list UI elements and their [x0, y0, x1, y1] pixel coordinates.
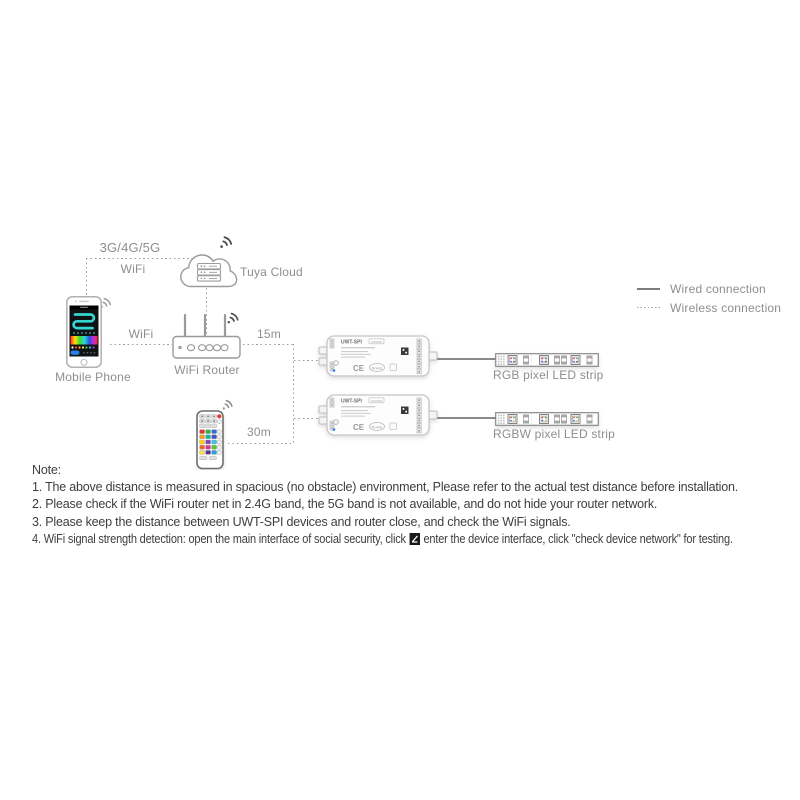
wireless-line-sample	[637, 306, 660, 309]
wired-line-sample	[637, 287, 660, 290]
router-wifi-signal-icon	[227, 312, 239, 324]
strip-solder-pads	[497, 355, 505, 365]
controller-1-strip-wire	[437, 358, 496, 360]
phone-cloud-line-vertical	[86, 258, 88, 295]
controller-ce-mark: CE	[353, 364, 365, 373]
controller-model-text: UWT-SPI	[341, 340, 362, 346]
cellular-label: 3G/4G/5G	[99, 240, 161, 255]
remote-junction-line	[228, 443, 294, 445]
note-line-4-after: enter the device interface, click "check…	[423, 531, 733, 546]
remote-power-button	[217, 414, 222, 419]
phone-app-button	[70, 350, 80, 355]
remote-range-label: 30m	[247, 425, 271, 439]
phone-led-strip-graphic	[72, 313, 96, 330]
note-line-1: 1. The above distance is measured in spa…	[32, 480, 739, 495]
legend-wired-row: Wired connection	[637, 279, 781, 298]
controller-fine-print	[341, 347, 375, 358]
note-line-4: 4. WiFi signal strength detection: open …	[32, 531, 733, 548]
tuya-cloud-label: Tuya Cloud	[240, 265, 303, 279]
wifi-router-illustration	[172, 312, 241, 359]
router-ports	[178, 344, 229, 352]
strip-resistors	[523, 355, 593, 365]
controller-model-text: UWT-SPI	[341, 399, 362, 405]
controller-set-button	[333, 360, 339, 366]
strip-resistors	[523, 414, 593, 424]
controller-body	[326, 335, 430, 377]
rgbw-strip-label: RGBW pixel LED strip	[493, 427, 616, 441]
rgbw-strip-illustration	[495, 412, 599, 426]
wired-label: Wired connection	[670, 281, 766, 296]
legend: Wired connection Wireless connection	[637, 279, 781, 317]
strip-led-chips	[507, 355, 581, 365]
cloud-server-stack	[196, 262, 222, 282]
rgb-strip-label: RGB pixel LED strip	[493, 368, 604, 382]
wifi-router-label: WiFi Router	[174, 363, 240, 377]
controller-set-button	[333, 419, 339, 425]
note-line-3: 3. Please keep the distance between UWT-…	[32, 514, 571, 529]
phone-router-wifi-label: WiFi	[128, 327, 154, 341]
controller-body	[326, 394, 430, 436]
phone-color-picker	[70, 336, 98, 345]
controller-2-strip-wire	[437, 417, 496, 419]
notes-section: Note: 1. The above distance is measured …	[32, 462, 800, 548]
remote-illustration	[196, 399, 233, 470]
controller-2-illustration: UWT-SPI CE RoHS	[318, 394, 438, 436]
phone-cloud-line-horizontal	[86, 258, 197, 260]
cloud-router-line	[206, 288, 208, 335]
controller-rohs-mark: RoHS	[372, 365, 383, 370]
phone-earpiece	[79, 300, 89, 303]
tuya-cloud-illustration	[180, 236, 238, 288]
note-line-4-before: 4. WiFi signal strength detection: open …	[32, 531, 406, 546]
phone-camera	[75, 300, 77, 303]
remote-buttons	[199, 414, 222, 461]
rgb-strip-illustration	[495, 353, 599, 367]
controller-1-illustration: UWT-SPI CE RoHS	[318, 335, 438, 377]
controller-rohs-mark: RoHS	[372, 424, 383, 429]
phone-home-button	[80, 358, 88, 366]
wireless-label: Wireless connection	[670, 300, 782, 315]
controller-ce-mark: CE	[353, 423, 365, 432]
edit-pen-icon	[409, 532, 420, 545]
strip-led-chips	[507, 414, 581, 424]
mobile-phone-illustration	[66, 296, 112, 368]
note-line-2: 2. Please check if the WiFi router net i…	[32, 497, 658, 512]
router-junction-line	[243, 344, 294, 346]
legend-wireless-row: Wireless connection	[637, 298, 781, 317]
controller-terminals	[329, 338, 422, 375]
cellular-wifi-label: WiFi	[120, 262, 146, 276]
controller-led-indicator	[332, 369, 336, 372]
cloud-wifi-signal-icon	[220, 236, 233, 248]
mobile-phone-label: Mobile Phone	[55, 370, 131, 384]
phone-app-screen	[69, 305, 99, 357]
remote-wifi-signal-icon	[222, 399, 233, 410]
strip-solder-pads	[497, 414, 505, 424]
controller-fine-print	[341, 406, 375, 417]
router-antennas	[183, 313, 227, 339]
junction-vertical-line	[293, 344, 295, 444]
branch-line-controller-2	[294, 418, 318, 420]
notes-title: Note:	[32, 463, 61, 477]
controller-led-indicator	[332, 428, 336, 431]
router-range-label: 15m	[257, 327, 281, 341]
phone-router-line	[110, 344, 172, 346]
branch-line-controller-1	[294, 360, 318, 362]
